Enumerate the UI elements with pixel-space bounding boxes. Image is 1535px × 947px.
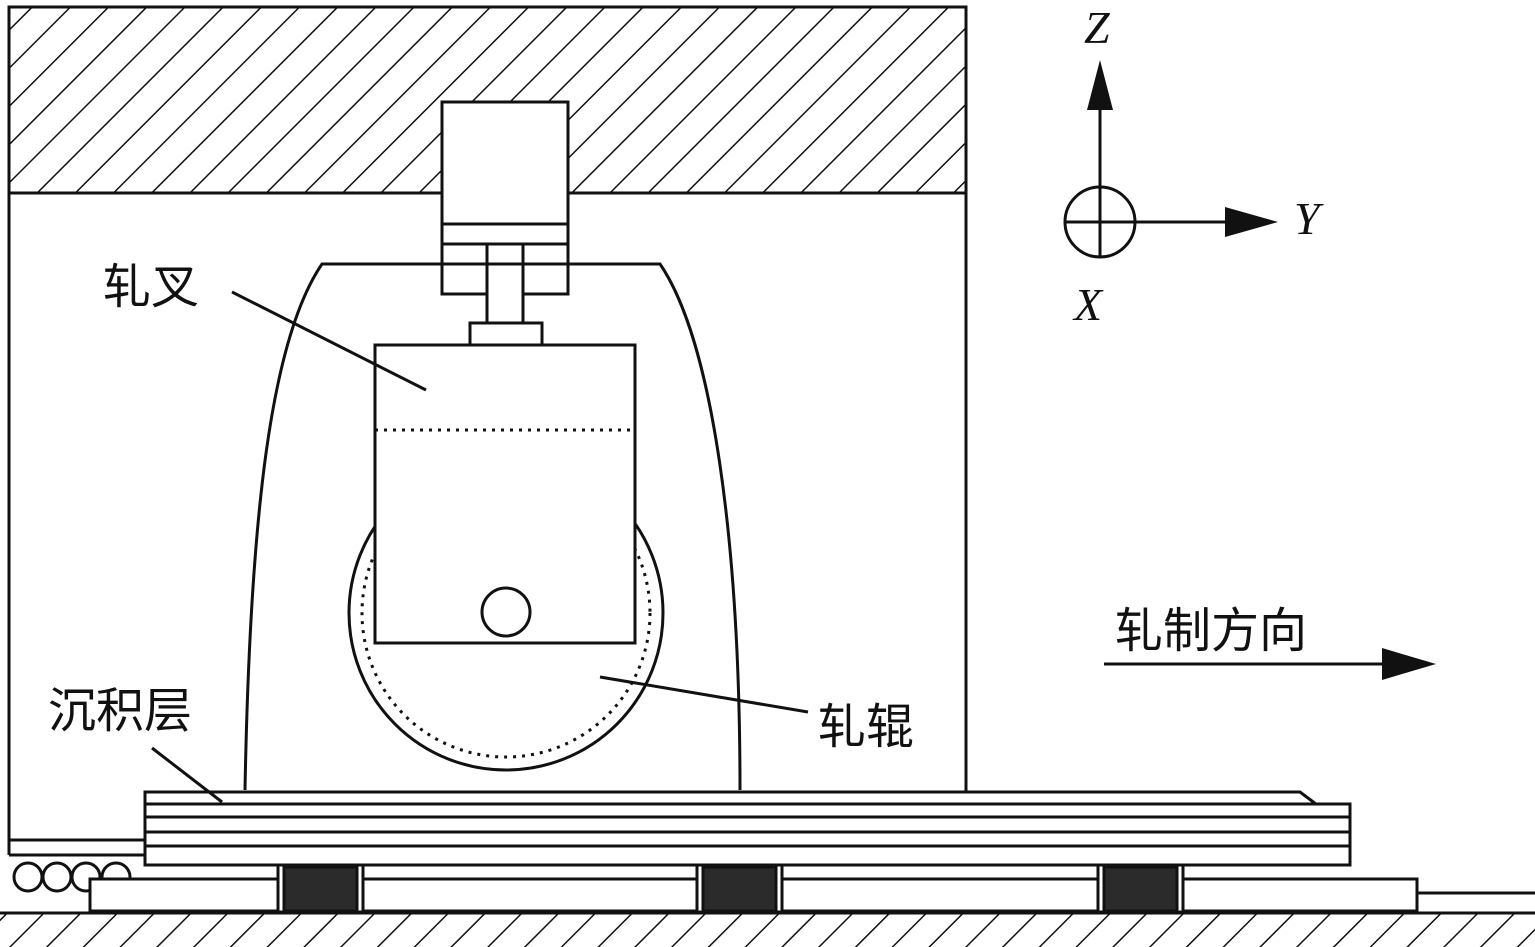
roller-leader xyxy=(599,675,809,714)
y-arrow-icon xyxy=(1225,207,1278,237)
fork-label: 轧叉 xyxy=(103,259,199,315)
deposit-leader xyxy=(151,746,223,804)
rolling-direction-arrow xyxy=(1104,648,1436,680)
roller-housing xyxy=(243,262,742,791)
rolling-direction-label: 轧制方向 xyxy=(1115,603,1307,659)
deposit-layers xyxy=(143,790,1352,867)
left-guide-lines xyxy=(9,838,145,857)
roller-fork xyxy=(373,343,637,645)
ground xyxy=(0,891,1535,947)
x-axis-label: X xyxy=(1072,279,1104,330)
leader-lines xyxy=(151,290,809,804)
roller-label: 轧辊 xyxy=(818,699,914,755)
y-axis-label: Y xyxy=(1294,193,1324,244)
deposit-label: 沉积层 xyxy=(48,683,192,739)
z-arrow-icon xyxy=(1087,60,1113,110)
coordinate-axes xyxy=(1063,60,1278,259)
fork-leader xyxy=(231,290,427,392)
spindle-assembly xyxy=(440,100,570,347)
z-axis-label: Z xyxy=(1084,2,1110,53)
